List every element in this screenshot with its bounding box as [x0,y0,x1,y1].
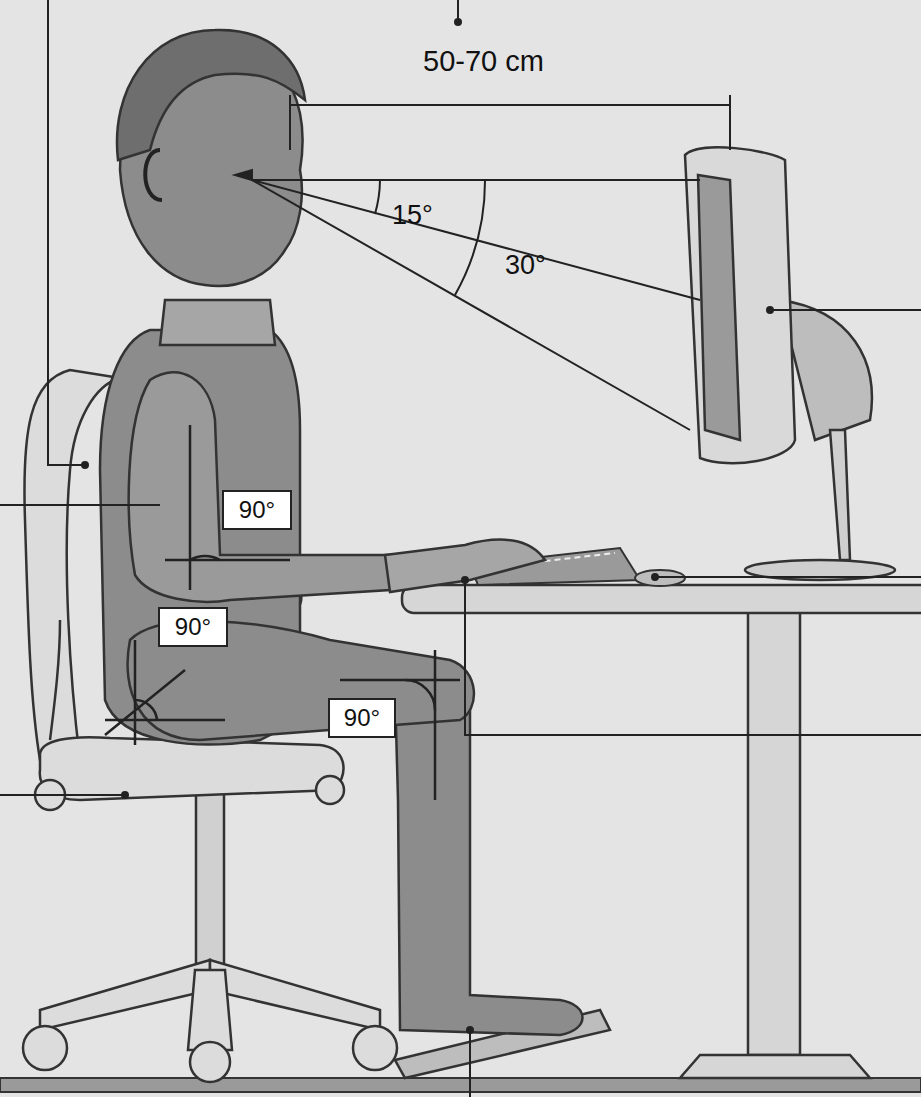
angle-box: 90° [222,490,292,530]
angle-label: 30° [505,250,546,281]
monitor [685,147,895,580]
angle-value: 90° [175,613,211,641]
dimension-line [290,95,730,150]
angle-box: 90° [158,607,228,647]
office-chair [20,40,397,1082]
angle-markers [105,425,460,800]
dimension-label: 50-70 cm [423,45,544,78]
angle-box: 90° [328,698,396,738]
angle-value: 90° [344,704,380,732]
angle-value: 90° [239,496,275,524]
angle-label: 15° [392,200,433,231]
sight-lines [235,170,700,430]
floor [0,1078,921,1092]
